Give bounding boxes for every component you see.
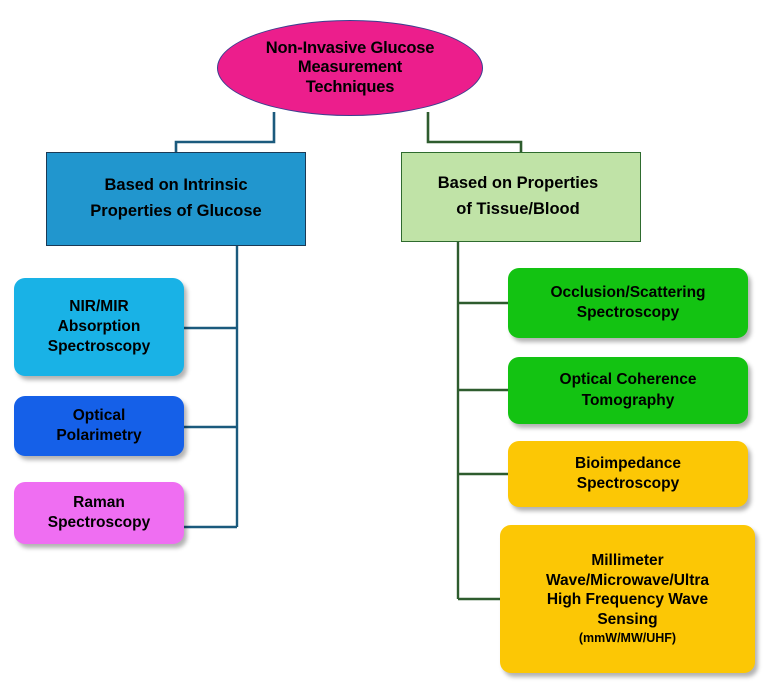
category-node-based-on-intrinsic-properties-of-glucose: Based on Intrinsic Properties of Glucose (46, 152, 306, 246)
leaf-node-mmwave-sublabel: (mmW/MW/UHF) (578, 631, 677, 646)
leaf-node-occlusion-scattering-spectroscopy: Occlusion/Scattering Spectroscopy (508, 268, 748, 338)
leaf-node-mmwave-label: Millimeter Wave/Microwave/Ultra High Fre… (545, 552, 710, 628)
connector-root-to-tissue-blood (426, 112, 523, 152)
connector-intrinsic-children (184, 246, 239, 529)
leaf-node-raman-spectroscopy: Raman Spectroscopy (14, 482, 184, 544)
leaf-node-optical-polarimetry: Optical Polarimetry (14, 396, 184, 456)
leaf-node-bioimpedance-spectroscopy: Bioimpedance Spectroscopy (508, 441, 748, 507)
connector-root-to-intrinsic (174, 112, 276, 152)
leaf-node-optical-coherence-tomography: Optical Coherence Tomography (508, 357, 748, 424)
category-node-based-on-properties-of-tissue-blood: Based on Properties of Tissue/Blood (401, 152, 641, 242)
leaf-node-nir-mir-absorption-spectroscopy: NIR/MIR Absorption Spectroscopy (14, 278, 184, 376)
leaf-node-millimeter-wave-microwave-uhf-sensing: Millimeter Wave/Microwave/Ultra High Fre… (500, 525, 755, 673)
root-node-non-invasive-glucose-measurement-techniques: Non-Invasive Glucose Measurement Techniq… (217, 20, 483, 116)
